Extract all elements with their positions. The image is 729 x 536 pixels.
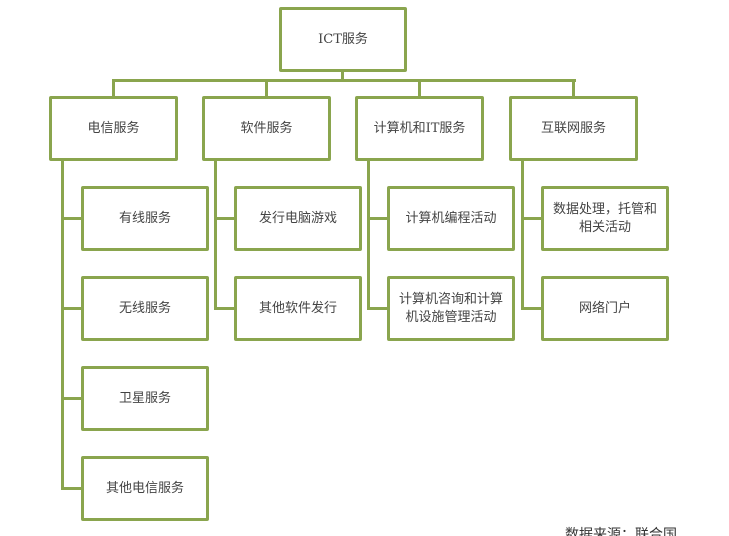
connector-line [112,79,576,82]
category-node: 互联网服务 [509,96,638,161]
connector-line [367,217,387,220]
connector-line [61,397,81,400]
connector-line [521,217,541,220]
connector-line [61,487,81,490]
subcategory-node: 网络门户 [541,276,669,341]
subcategory-node: 发行电脑游戏 [234,186,362,251]
subcategory-node: 卫星服务 [81,366,209,431]
subcategory-node: 有线服务 [81,186,209,251]
connector-line [112,80,115,98]
connector-line [61,307,81,310]
connector-line [61,217,81,220]
connector-line [214,217,234,220]
subcategory-node: 其他软件发行 [234,276,362,341]
connector-line [367,161,370,310]
connector-line [367,307,387,310]
connector-line [572,80,575,98]
source-caption: 数据来源：联合国 [565,527,677,536]
root-node: ICT服务 [279,7,407,72]
category-node: 电信服务 [49,96,178,161]
connector-line [521,307,541,310]
subcategory-node: 数据处理，托管和相关活动 [541,186,669,251]
subcategory-node: 其他电信服务 [81,456,209,521]
connector-line [214,307,234,310]
connector-line [61,161,64,490]
connector-line [418,80,421,98]
subcategory-node: 无线服务 [81,276,209,341]
category-node: 软件服务 [202,96,331,161]
connector-line [265,80,268,98]
connector-line [521,161,524,310]
category-node: 计算机和IT服务 [355,96,484,161]
connector-line [341,72,344,82]
subcategory-node: 计算机编程活动 [387,186,515,251]
subcategory-node: 计算机咨询和计算机设施管理活动 [387,276,515,341]
connector-line [214,161,217,310]
